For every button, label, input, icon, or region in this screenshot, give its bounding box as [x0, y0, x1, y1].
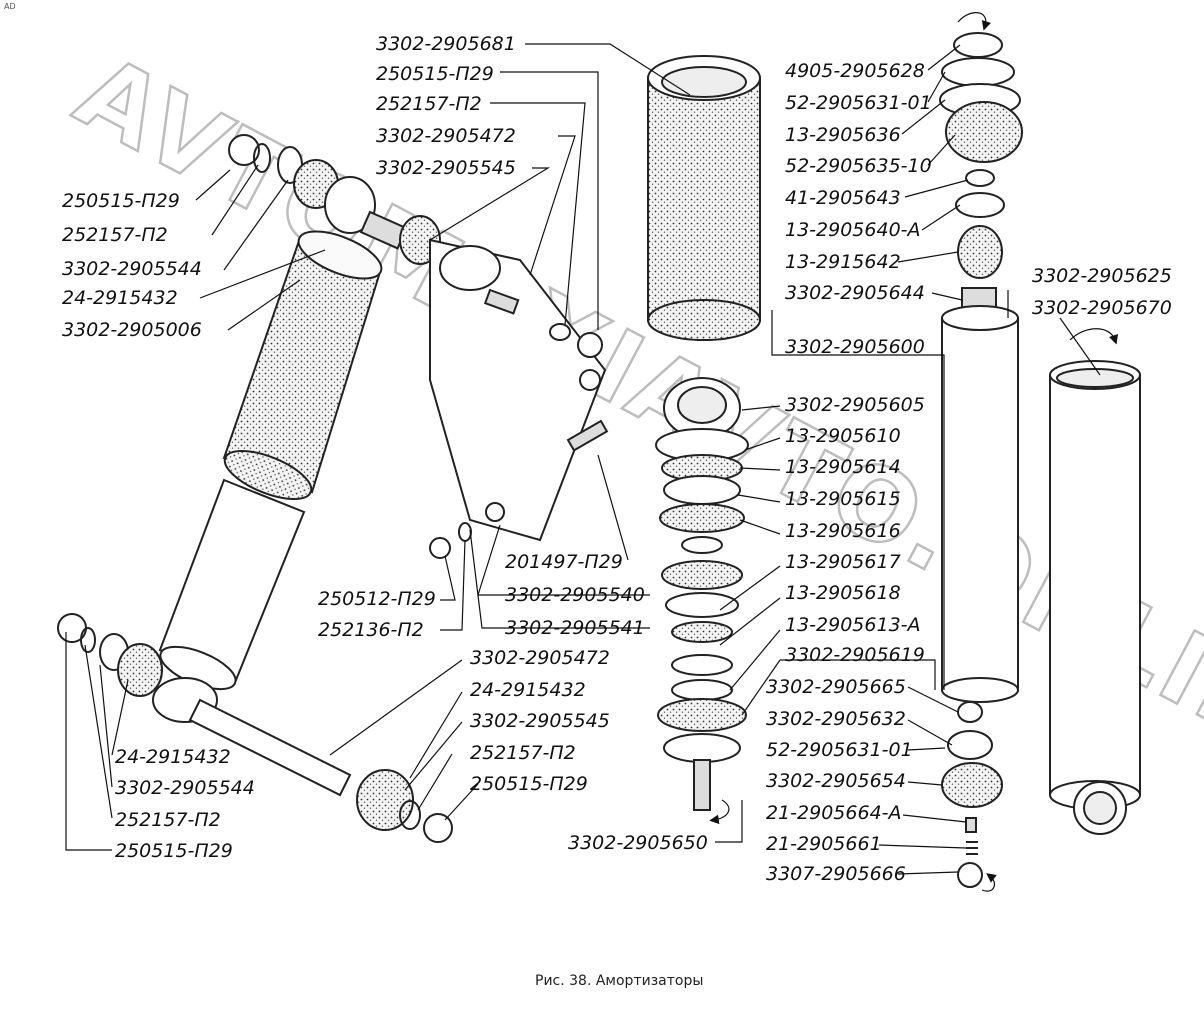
label-3302-2905600: 3302-2905600 — [785, 336, 925, 358]
label-13-2905615: 13-2905615 — [785, 488, 901, 510]
label-52-2905631-01-top: 52-2905631-01 — [785, 92, 932, 114]
piston-rod-assembly — [655, 377, 749, 825]
label-252157-p2-left: 252157-П2 — [62, 224, 168, 246]
label-41-2905643: 41-2905643 — [785, 187, 901, 209]
upper-seal-stack — [939, 12, 1023, 279]
label-250515-p29-bottom: 250515-П29 — [470, 773, 588, 795]
label-3302-2905545-bottom: 3302-2905545 — [470, 710, 610, 732]
part-number-labels: 3302-2905681 250515-П29 252157-П2 3302-2… — [62, 33, 1172, 885]
left-shock-absorber — [152, 230, 383, 723]
label-13-2905618: 13-2905618 — [785, 582, 901, 604]
label-250515-p29-top: 250515-П29 — [376, 63, 494, 85]
label-3302-2905006: 3302-2905006 — [62, 319, 202, 341]
label-250512-p29: 250512-П29 — [318, 588, 436, 610]
label-13-2905617: 13-2905617 — [785, 551, 901, 573]
label-52-2905631-01-bottom: 52-2905631-01 — [766, 739, 913, 761]
label-3302-2905541: 3302-2905541 — [505, 617, 645, 639]
label-250515-p29-left: 250515-П29 — [62, 190, 180, 212]
label-3302-2905605: 3302-2905605 — [785, 394, 925, 416]
protective-boot — [647, 55, 761, 341]
label-250515-p29-lower-left: 250515-П29 — [115, 840, 233, 862]
label-3302-2905472-top: 3302-2905472 — [376, 125, 516, 147]
label-13-2915642: 13-2915642 — [785, 251, 901, 273]
label-3302-2905632: 3302-2905632 — [766, 708, 906, 730]
lower-mount-hardware — [57, 613, 453, 843]
label-3302-2905619: 3302-2905619 — [785, 644, 925, 666]
figure-caption: Рис. 38. Амортизаторы — [535, 973, 703, 989]
label-3302-2905665: 3302-2905665 — [766, 676, 906, 698]
bracket-fasteners — [429, 323, 609, 559]
label-3307-2905666: 3307-2905666 — [766, 863, 906, 885]
label-3302-2905625: 3302-2905625 — [1032, 265, 1172, 287]
label-3302-2905544-left: 3302-2905544 — [62, 258, 202, 280]
label-13-2905613-a: 13-2905613-А — [785, 614, 921, 636]
label-3302-2905545-top: 3302-2905545 — [376, 157, 516, 179]
label-24-2915432-lower-left: 24-2915432 — [115, 746, 231, 768]
label-21-2905661: 21-2905661 — [766, 833, 882, 855]
label-3302-2905670: 3302-2905670 — [1032, 297, 1172, 319]
label-252136-p2: 252136-П2 — [318, 619, 424, 641]
label-3302-2905544-lower-left: 3302-2905544 — [115, 777, 255, 799]
label-13-2905640-a: 13-2905640-А — [785, 219, 921, 241]
leader-lines — [65, 43, 1101, 875]
working-cylinder — [941, 287, 1019, 703]
label-201497-p29: 201497-П29 — [505, 551, 623, 573]
label-252157-p2-lower-left: 252157-П2 — [115, 809, 221, 831]
label-24-2915432-bottom: 24-2915432 — [470, 679, 586, 701]
label-13-2905610: 13-2905610 — [785, 425, 901, 447]
label-3302-2905650: 3302-2905650 — [568, 832, 708, 854]
label-3302-2905644: 3302-2905644 — [785, 282, 925, 304]
label-3302-2905681: 3302-2905681 — [376, 33, 516, 55]
label-3302-2905540: 3302-2905540 — [505, 584, 645, 606]
label-3302-2905472-bottom: 3302-2905472 — [470, 647, 610, 669]
label-13-2905636: 13-2905636 — [785, 124, 901, 146]
label-24-2915432-left: 24-2915432 — [62, 287, 178, 309]
label-13-2905616: 13-2905616 — [785, 520, 901, 542]
mounting-bracket — [429, 238, 607, 542]
lower-valve-stack — [941, 701, 1003, 892]
label-252157-p2-bottom: 252157-П2 — [470, 742, 576, 764]
label-3302-2905654: 3302-2905654 — [766, 770, 906, 792]
label-4905-2905628: 4905-2905628 — [785, 60, 925, 82]
label-52-2905635-10: 52-2905635-10 — [785, 155, 932, 177]
label-252157-p2-top: 252157-П2 — [376, 93, 482, 115]
label-21-2905664-a: 21-2905664-А — [766, 802, 902, 824]
reservoir-tube — [1049, 328, 1141, 835]
label-13-2905614: 13-2905614 — [785, 456, 901, 478]
corner-mark: AD — [4, 2, 16, 11]
